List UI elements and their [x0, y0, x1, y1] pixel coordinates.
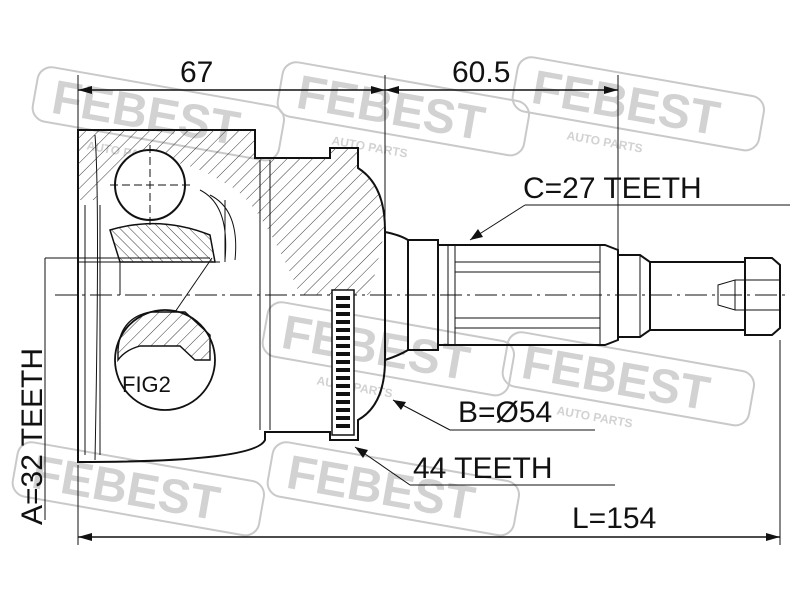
abs-tooth	[336, 376, 350, 380]
dimension-total-label: L=154	[572, 502, 656, 535]
abs-tooth	[336, 336, 350, 340]
dimension-60-5-label: 60.5	[452, 56, 510, 89]
label-abs-text: 44 TEETH	[413, 452, 553, 485]
abs-tooth	[336, 424, 350, 428]
abs-tooth	[336, 328, 350, 332]
watermark-sub: AUTO PARTS	[556, 403, 634, 430]
abs-ring	[331, 289, 355, 436]
abs-tooth	[336, 360, 350, 364]
dimension-67-label: 67	[180, 56, 213, 89]
fig2-label: FIG2	[122, 372, 171, 397]
outer-bell-housing	[77, 129, 386, 464]
label-b-diameter: B=Ø54	[392, 396, 595, 431]
fig2-detail: FIG2	[114, 257, 216, 411]
label-c-text: C=27 TEETH	[523, 172, 702, 205]
abs-tooth	[336, 344, 350, 348]
label-b-text: B=Ø54	[458, 396, 552, 429]
abs-tooth	[336, 416, 350, 420]
label-a-text: A=32 TEETH	[16, 348, 49, 525]
label-a-spline: A=32 TEETH	[16, 257, 210, 525]
label-abs-teeth: 44 TEETH	[354, 446, 615, 486]
label-c-spline: C=27 TEETH	[469, 172, 790, 241]
dimension-total: L=154	[77, 340, 781, 545]
abs-tooth	[336, 304, 350, 308]
abs-tooth	[336, 312, 350, 316]
watermark-layer: FEBEST AUTO PARTS FEBEST AUTO PARTS FEBE…	[11, 56, 765, 537]
abs-tooth	[336, 384, 350, 388]
dimension-67: 67	[77, 56, 386, 300]
abs-tooth	[336, 320, 350, 324]
watermark-sub: AUTO PARTS	[566, 128, 644, 155]
abs-tooth	[336, 296, 350, 300]
stub-shaft	[384, 231, 781, 361]
abs-tooth	[336, 400, 350, 404]
abs-tooth	[336, 352, 350, 356]
abs-tooth	[336, 368, 350, 372]
abs-tooth	[336, 392, 350, 396]
dimension-60-5: 60.5	[385, 56, 619, 250]
abs-tooth	[336, 408, 350, 412]
